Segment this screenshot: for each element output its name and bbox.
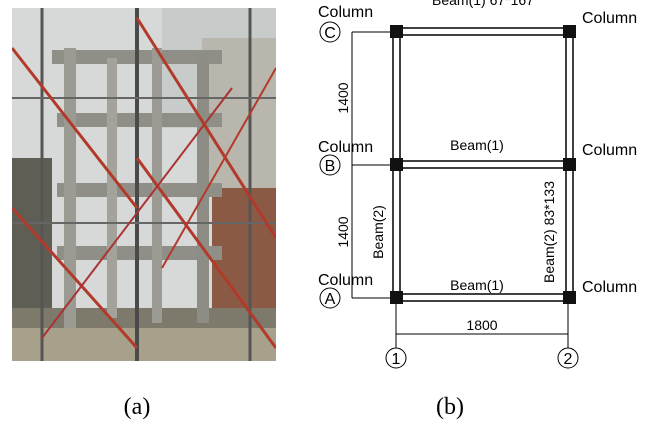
axis-b-label: B [325, 158, 336, 175]
column-b2 [563, 158, 576, 171]
structural-plan: C B A 1 2 Column Column Column Column Co… [318, 0, 637, 369]
dimension-horizontal: 1800 [466, 317, 497, 333]
left-beam-label: Beam(2) [370, 205, 386, 259]
column-label-c-right: Column [582, 10, 637, 27]
structure-photo [12, 8, 276, 361]
column-b1 [390, 158, 403, 171]
mid-beam-label: Beam(1) [450, 137, 504, 153]
top-beam-label: Beam(1) 67*167 [432, 0, 534, 8]
axis-c-label: C [324, 25, 336, 42]
column-label-a-left: Column [318, 272, 373, 289]
axis-2-label: 2 [564, 351, 573, 368]
column-a1 [390, 291, 403, 304]
right-beam-label: Beam(2) 83*133 [541, 181, 557, 283]
column-c1 [390, 25, 403, 38]
column-label-c-left: Column [318, 4, 373, 21]
column-c2 [563, 25, 576, 38]
axis-a-label: A [325, 291, 336, 308]
column-a2 [563, 291, 576, 304]
column-label-b-right: Column [582, 142, 637, 159]
dimension-lower: 1400 [335, 216, 351, 247]
caption-a: (a) [123, 394, 151, 420]
dimension-upper: 1400 [335, 82, 351, 113]
axis-1-label: 1 [392, 351, 401, 368]
column-label-b-left: Column [318, 139, 373, 156]
axis-lines [351, 31, 569, 348]
column-label-a-right: Column [582, 279, 637, 296]
caption-b: (b) [436, 394, 464, 420]
bottom-beam-label: Beam(1) [450, 277, 504, 293]
